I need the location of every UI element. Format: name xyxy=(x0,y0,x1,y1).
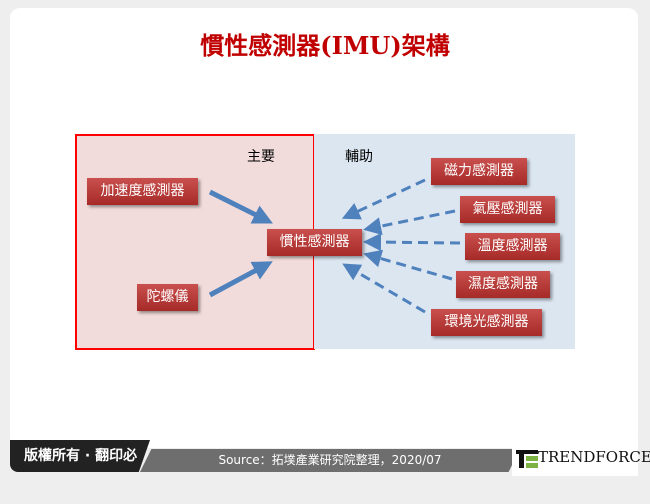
node-temperature: 溫度感測器 xyxy=(465,233,560,260)
arrow-accel xyxy=(208,189,273,224)
copyright-text: 版權所有 · 翻印必究 xyxy=(10,440,150,472)
arrow-temperature xyxy=(363,233,461,252)
arrow-pressure xyxy=(363,209,456,236)
logo-text: TRENDFORCE xyxy=(538,448,650,466)
arrow-humidity xyxy=(363,249,453,281)
source-text: Source：拓墣產業研究院整理，2020/07 xyxy=(140,449,520,472)
trendforce-logo-icon xyxy=(516,450,538,468)
arrow-ambient-light xyxy=(342,263,426,314)
arrow-magnetic xyxy=(341,178,426,220)
page-title: 慣性感測器(IMU)架構 xyxy=(200,31,450,60)
auxiliary-label: 輔助 xyxy=(345,149,373,165)
arrow-gyro xyxy=(208,261,273,298)
node-accelerometer: 加速度感測器 xyxy=(87,178,198,205)
node-magnetometer: 磁力感測器 xyxy=(431,158,527,185)
node-barometer: 氣壓感測器 xyxy=(460,196,555,223)
node-gyroscope: 陀螺儀 xyxy=(137,284,198,311)
arrows xyxy=(208,178,461,314)
trendforce-logo: TRENDFORCE xyxy=(512,440,650,476)
node-ambient-light: 環境光感測器 xyxy=(431,309,542,336)
node-imu: 慣性感測器 xyxy=(267,229,362,256)
primary-label: 主要 xyxy=(247,149,275,165)
node-humidity: 濕度感測器 xyxy=(456,271,550,298)
